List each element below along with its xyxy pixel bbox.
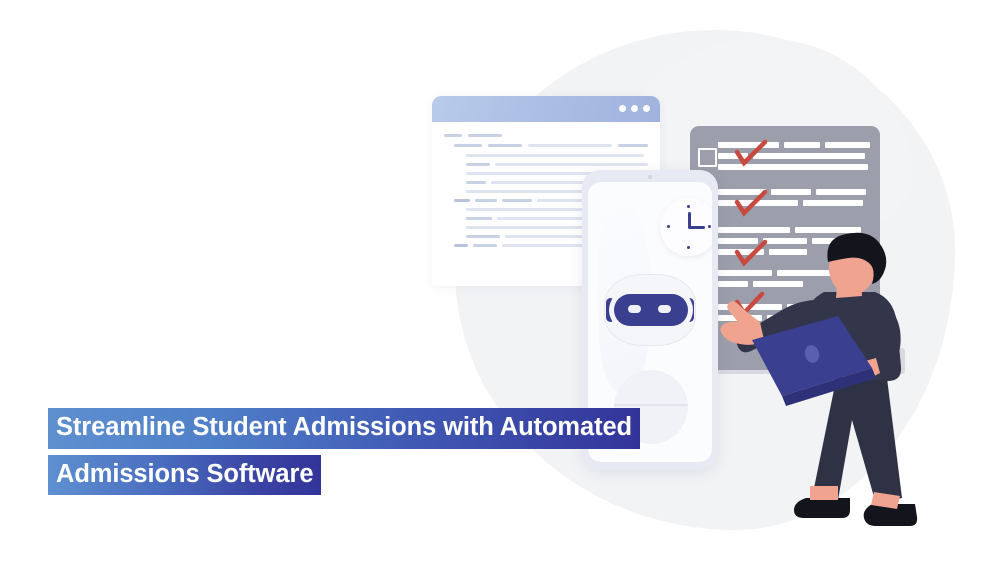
window-dot-icon [619, 105, 626, 112]
person-shoe-right [863, 504, 918, 526]
window-control-dots [619, 105, 650, 112]
person-ankle-left [810, 486, 838, 500]
window-dot-icon [643, 105, 650, 112]
clock-icon [660, 198, 712, 256]
page-title-line-1: Streamline Student Admissions with Autom… [48, 408, 641, 449]
person-hand-pointing [720, 301, 764, 345]
person-shoe-left [794, 498, 850, 518]
phone-camera-dot [648, 175, 652, 179]
clock-marker [687, 246, 690, 249]
browser-titlebar [432, 96, 660, 122]
hero-title: Streamline Student Admissions with Autom… [48, 408, 641, 495]
clock-marker [667, 225, 670, 228]
person-ankle-right [871, 492, 900, 509]
laptop-logo-icon [804, 345, 820, 363]
window-dot-icon [631, 105, 638, 112]
person-hair [827, 232, 887, 284]
clock-minute-hand [688, 226, 705, 229]
checkbox-item[interactable] [698, 148, 717, 167]
person-pants [812, 370, 902, 504]
robot-ear-left-icon [606, 298, 615, 322]
clock-marker [708, 225, 711, 228]
page-title-line-2: Admissions Software [48, 454, 322, 495]
robot-ear-right-icon [685, 298, 694, 322]
robot-body-line [614, 404, 688, 406]
clock-hour-hand [687, 212, 691, 228]
clock-marker [687, 205, 690, 208]
robot-eye-right-icon [658, 305, 671, 313]
laptop-base [782, 368, 876, 406]
robot-visor [614, 294, 688, 326]
robot-eye-left-icon [628, 305, 641, 313]
person-arm-hip [863, 300, 901, 375]
